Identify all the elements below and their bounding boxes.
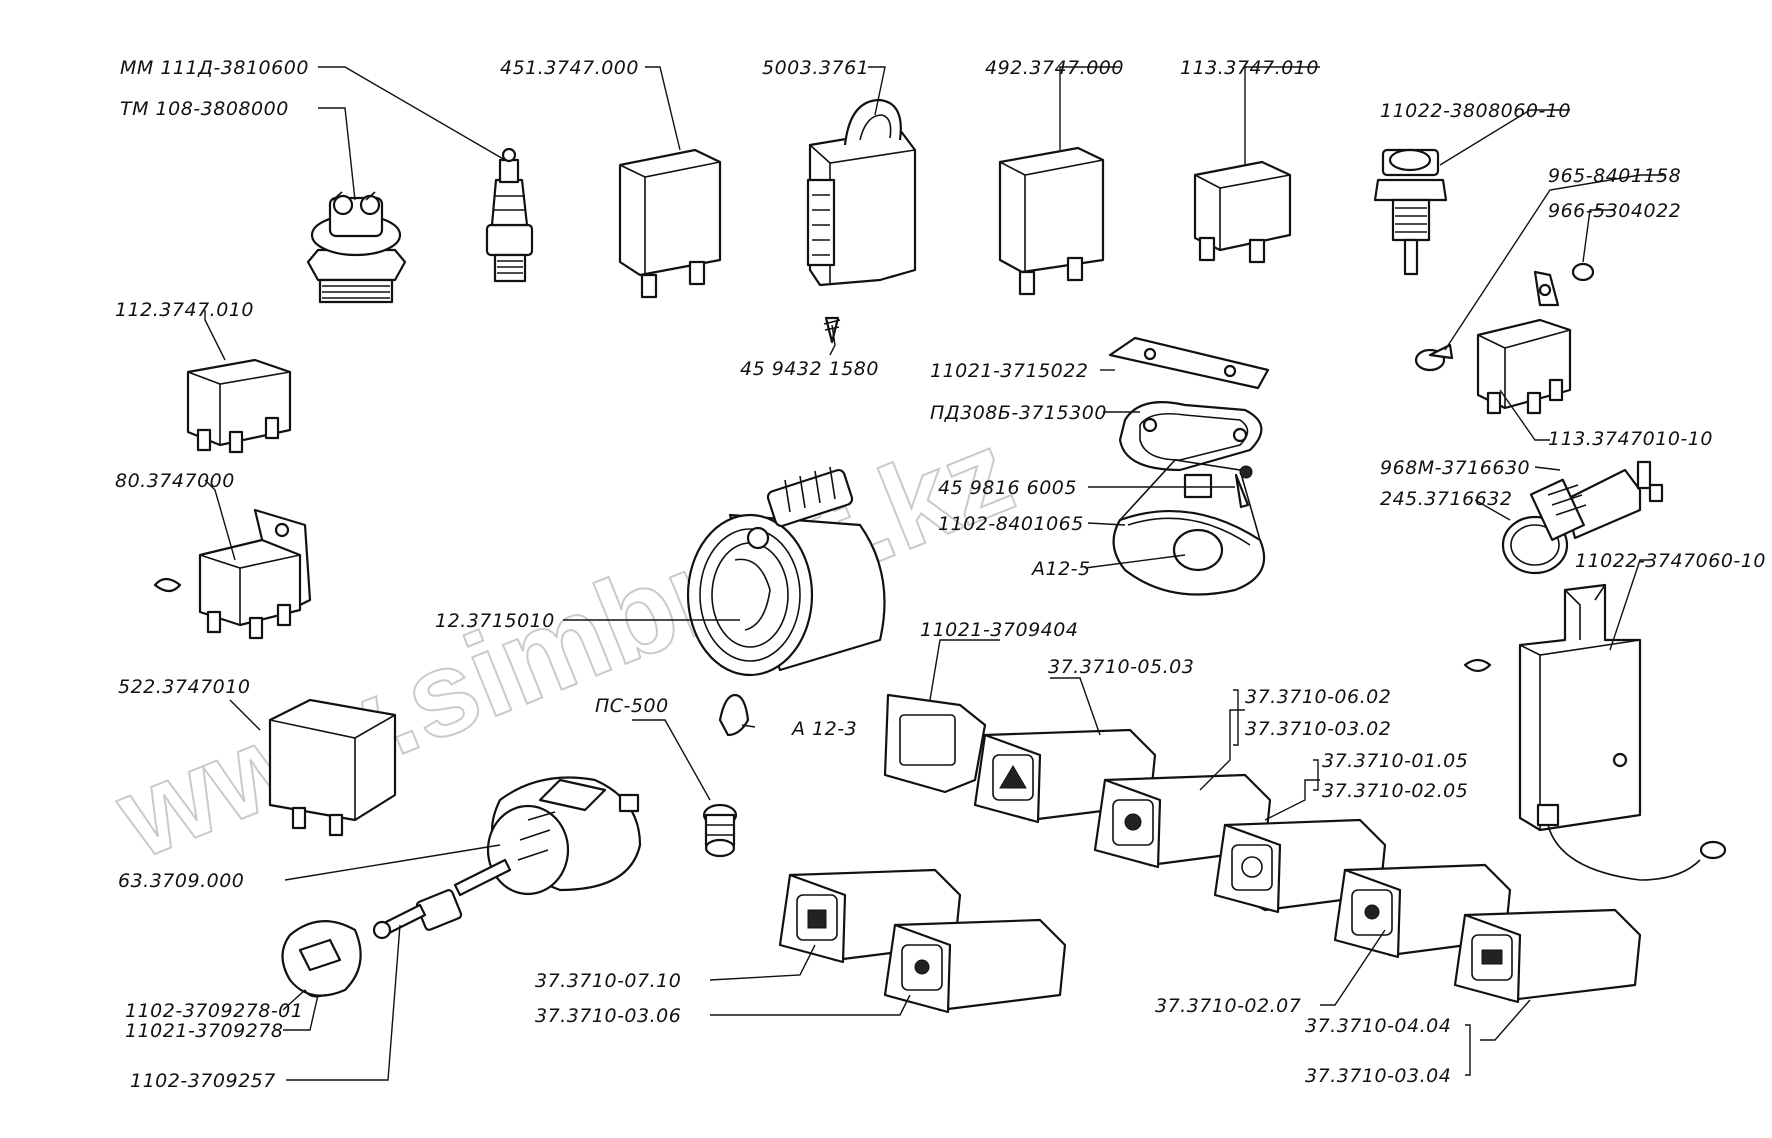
relay-11022-3747060 (1463, 583, 1727, 881)
relay-451 (618, 148, 722, 299)
label-37-3710-05-03: 37.3710-05.03 (1048, 656, 1194, 678)
label-45-9816-6005: 45 9816 6005 (938, 477, 1077, 499)
label-37-3710-04-04: 37.3710-04.04 (1305, 1015, 1451, 1037)
label-522: 522.3747010 (118, 676, 250, 698)
oil-pressure-sensor-mm111d (485, 147, 534, 283)
ignition-switch-63 (486, 776, 642, 896)
temperature-sensor-tm108 (306, 191, 407, 304)
relay-492 (998, 146, 1105, 296)
label-11022-3747060: 11022-3747060-10 (1575, 550, 1766, 572)
label-11021-3709278: 11021-3709278 (125, 1020, 283, 1042)
gauge-12-3715010 (686, 466, 886, 737)
relay-80 (153, 508, 312, 640)
bracket-pd308b (1118, 401, 1263, 472)
label-a12-5: А12-5 (1030, 558, 1091, 580)
label-1102-3709278-01: 1102-3709278-01 (125, 1000, 303, 1022)
label-113-10: 113.3747010-10 (1548, 428, 1713, 450)
label-37-3710-03-02: 37.3710-03.02 (1245, 718, 1391, 740)
plate-11021-3715022 (1108, 336, 1270, 390)
sensor-11022-3808060 (1373, 148, 1448, 276)
label-1102-3709257: 1102-3709257 (130, 1070, 276, 1092)
relay-113-bracket (1414, 262, 1595, 415)
shaft-1102-3709257 (372, 858, 512, 940)
label-113: 113.3747.010 (1180, 57, 1319, 79)
label-80: 80.3747000 (115, 470, 235, 492)
relay-113 (1193, 160, 1292, 264)
knob-1102-3709278 (281, 920, 362, 998)
label-tm108: ТМ 108-3808000 (120, 98, 289, 120)
lamp-holder-1102-8401065 (1112, 459, 1266, 596)
label-a12-3: А 12-3 (790, 718, 857, 740)
label-37-3710-03-04: 37.3710-03.04 (1305, 1065, 1451, 1087)
label-492: 492.3747.000 (985, 57, 1124, 79)
switch-37-3710-03-06 (883, 918, 1067, 1014)
label-37-3710-07-10: 37.3710-07.10 (535, 970, 681, 992)
label-12-3715010: 12.3715010 (435, 610, 555, 632)
label-5003: 5003.3761 (762, 57, 869, 79)
label-1102-8401065: 1102-8401065 (938, 513, 1084, 535)
sensor-968m (1501, 460, 1664, 575)
label-37-3710-06-02: 37.3710-06.02 (1245, 686, 1391, 708)
label-ps500: ПС-500 (595, 695, 669, 717)
label-451: 451.3747.000 (500, 57, 639, 79)
label-63-3709: 63.3709.000 (118, 870, 244, 892)
label-mm111d: ММ 111Д-3810600 (120, 57, 309, 79)
label-112: 112.3747.010 (115, 299, 254, 321)
label-968m: 968М-3716630 (1380, 457, 1530, 479)
lamp-ps500 (702, 803, 738, 858)
label-11022-3808060: 11022-3808060-10 (1380, 100, 1571, 122)
label-45-9432-1580: 45 9432 1580 (740, 358, 879, 380)
leader-lines (204, 66, 1665, 1081)
label-37-3710-02-07: 37.3710-02.07 (1155, 995, 1301, 1017)
label-37-3710-02-05: 37.3710-02.05 (1322, 780, 1468, 802)
unit-5003 (806, 98, 917, 344)
label-966: 966-5304022 (1548, 200, 1681, 222)
label-965: 965-8401158 (1548, 165, 1681, 187)
part-labels: ММ 111Д-3810600 ТМ 108-3808000 451.3747.… (115, 57, 1766, 1092)
label-11021-3709404: 11021-3709404 (920, 619, 1078, 641)
label-37-3710-03-06: 37.3710-03.06 (535, 1005, 681, 1027)
relay-112 (186, 358, 292, 454)
relay-522 (268, 698, 397, 837)
label-37-3710-01-05: 37.3710-01.05 (1322, 750, 1468, 772)
label-11021-3715022: 11021-3715022 (930, 360, 1088, 382)
label-245: 245.3716632 (1380, 488, 1512, 510)
switch-37-3710-04-04 (1453, 908, 1642, 1004)
label-pd308b: ПД308Б-3715300 (930, 402, 1107, 424)
switch-11021-3709404 (883, 693, 987, 794)
